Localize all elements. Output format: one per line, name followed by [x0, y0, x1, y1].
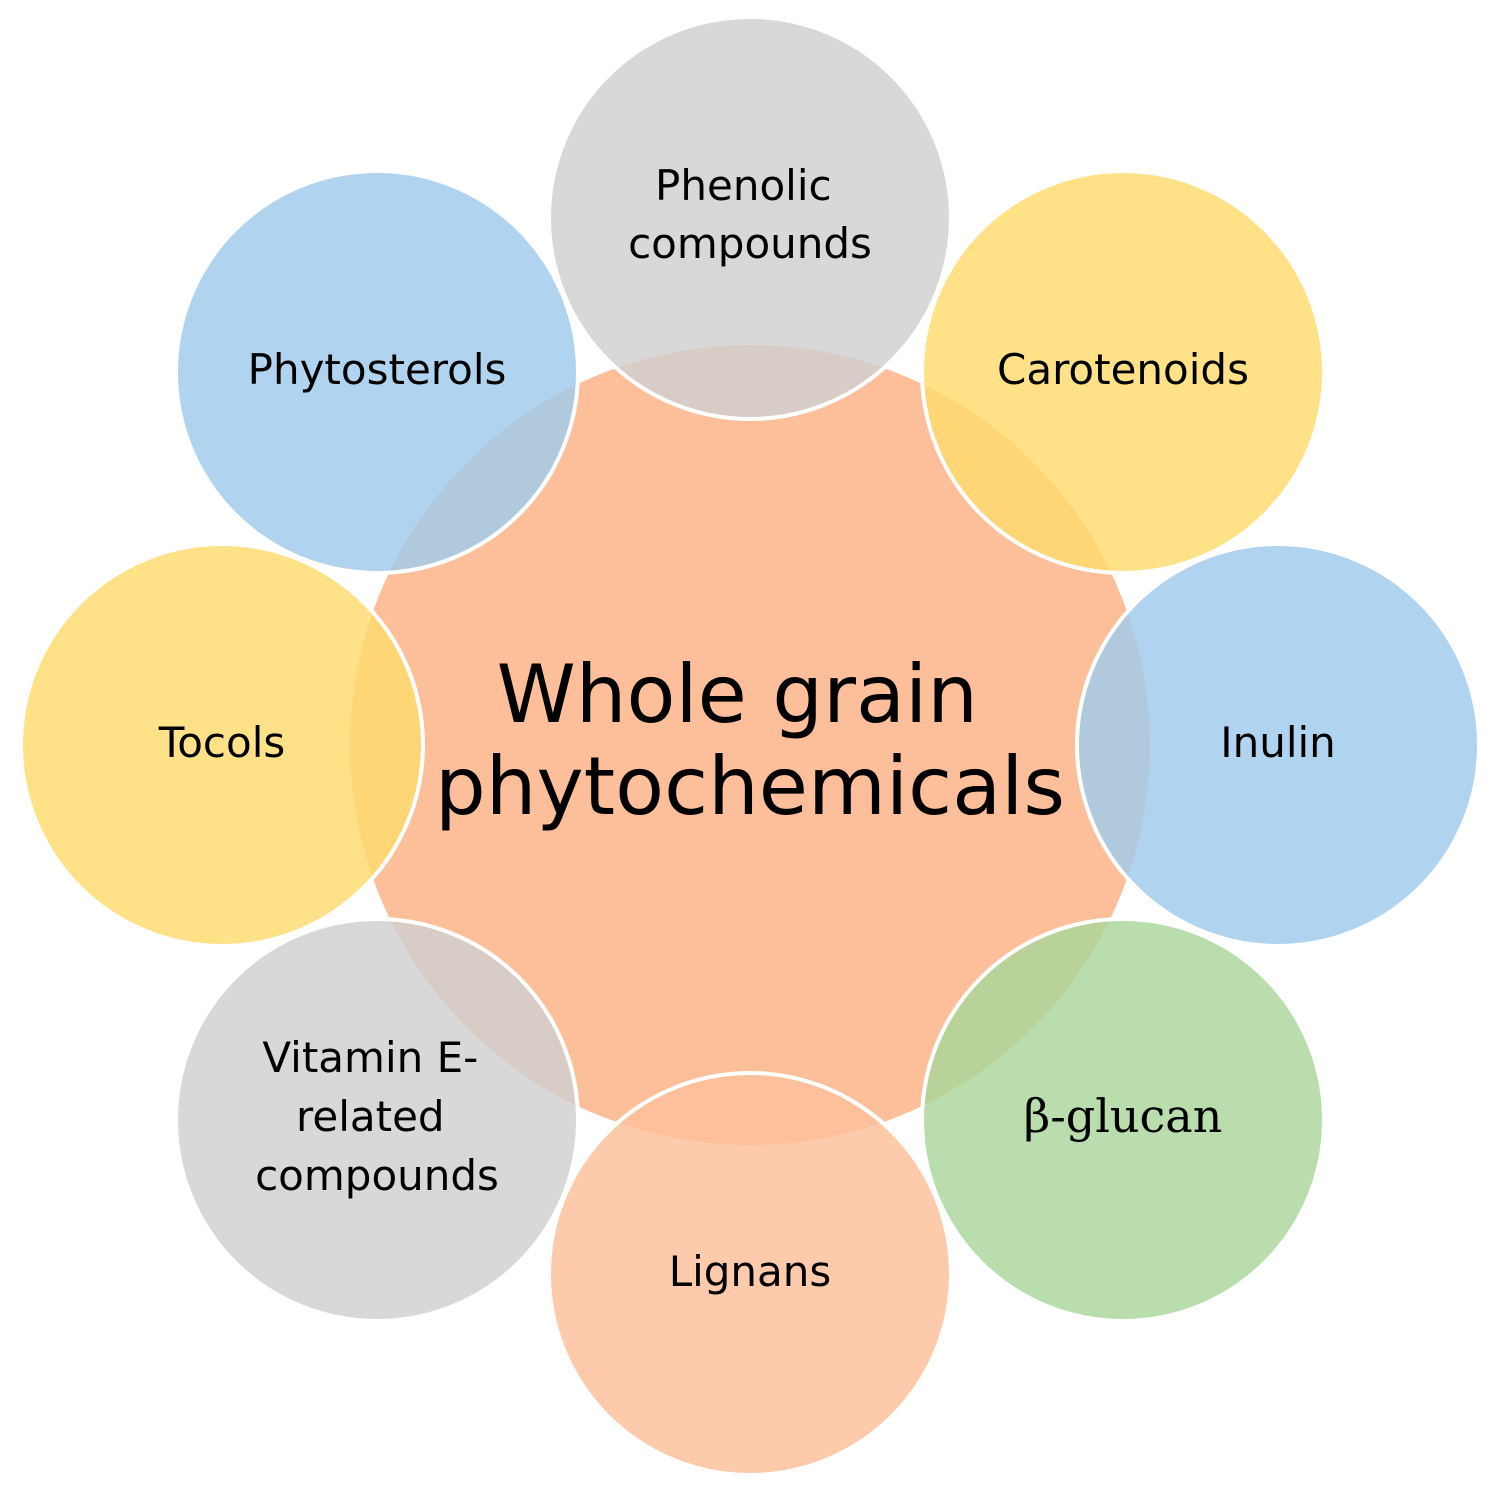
carotenoids-label-line-1: Carotenoids	[997, 345, 1249, 394]
node-beta-glucan: β-glucan	[920, 917, 1326, 1323]
carotenoids-label: Carotenoids	[997, 345, 1249, 394]
phytosterols-circle	[174, 169, 580, 575]
beta-glucan-circle	[920, 917, 1326, 1323]
node-tocols: Tocols	[19, 542, 425, 948]
vitamin-e-label-line-2: related	[296, 1092, 445, 1141]
inulin-label-line-1: Inulin	[1220, 718, 1336, 767]
node-phenolic: Phenolic compounds	[547, 15, 953, 421]
center-label: Whole grain phytochemicals	[435, 648, 1065, 833]
lignans-label: Lignans	[669, 1247, 832, 1296]
vitamin-e-label: Vitamin E- related compounds	[255, 1033, 499, 1200]
node-lignans: Lignans	[547, 1071, 953, 1477]
vitamin-e-circle	[174, 917, 580, 1323]
lignans-label-line-1: Lignans	[669, 1247, 832, 1296]
tocols-label-line-1: Tocols	[158, 718, 286, 767]
center-node: Whole grain phytochemicals	[346, 341, 1154, 1149]
lignans-circle	[547, 1071, 953, 1477]
vitamin-e-label-line-1: Vitamin E-	[262, 1033, 478, 1082]
phenolic-label-line-2: compounds	[628, 219, 872, 268]
node-carotenoids: Carotenoids	[920, 169, 1326, 575]
phytosterols-label: Phytosterols	[248, 345, 507, 394]
center-label-line-1: Whole grain	[497, 648, 978, 741]
node-vitamin-e: Vitamin E- related compounds	[174, 917, 580, 1323]
vitamin-e-label-line-3: compounds	[255, 1151, 499, 1200]
inulin-label: Inulin	[1220, 718, 1336, 767]
beta-glucan-label: β-glucan	[1024, 1089, 1223, 1143]
node-phytosterols: Phytosterols	[174, 169, 580, 575]
phenolic-label: Phenolic compounds	[628, 161, 872, 268]
carotenoids-circle	[920, 169, 1326, 575]
inulin-circle	[1075, 542, 1481, 948]
center-label-line-2: phytochemicals	[435, 740, 1065, 833]
node-inulin: Inulin	[1075, 542, 1481, 948]
tocols-circle	[19, 542, 425, 948]
phytosterols-label-line-1: Phytosterols	[248, 345, 507, 394]
beta-glucan-label-line-1: β-glucan	[1024, 1089, 1223, 1143]
phenolic-label-line-1: Phenolic	[655, 161, 832, 210]
tocols-label: Tocols	[158, 718, 286, 767]
phenolic-circle	[547, 15, 953, 421]
